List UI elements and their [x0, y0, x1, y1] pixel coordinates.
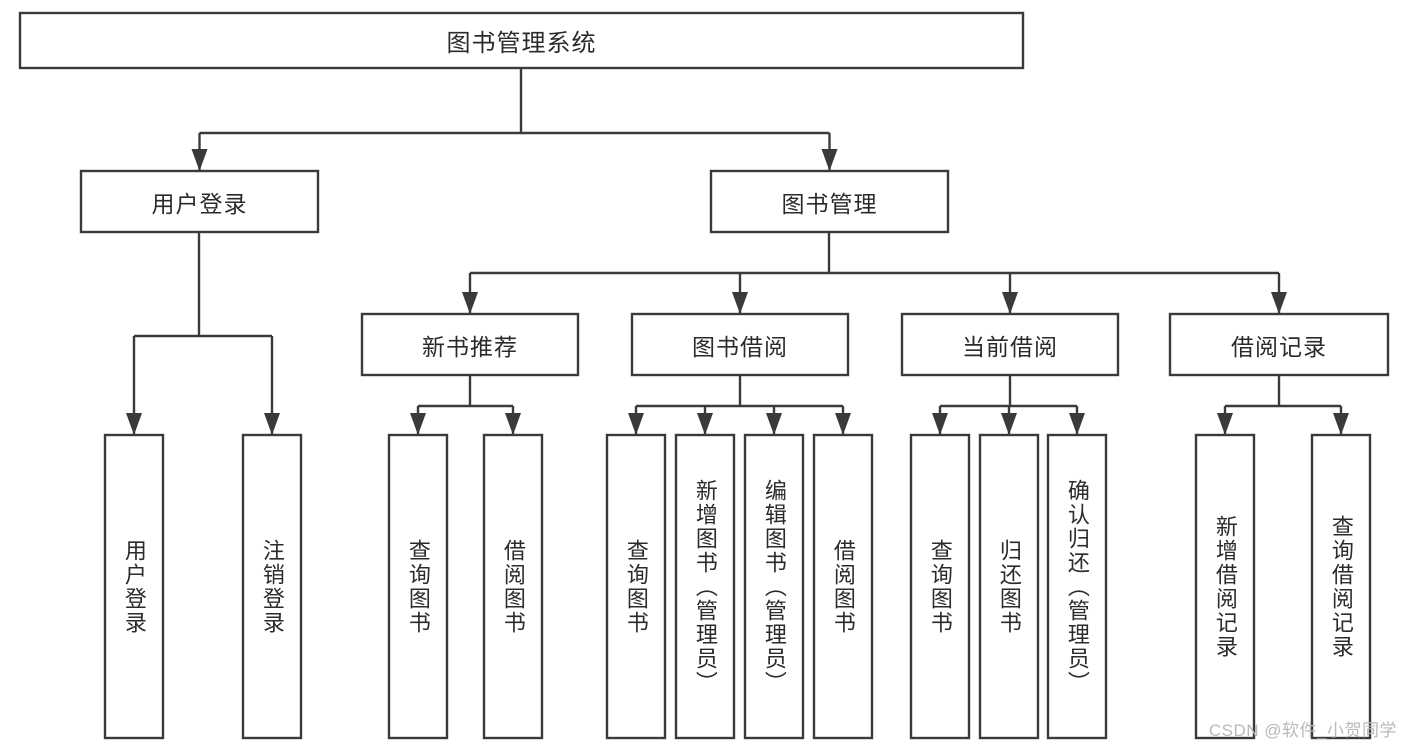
node-box-user-login[interactable] — [79, 169, 320, 234]
arrow-head-icon — [697, 413, 713, 435]
node-box-current-borrow[interactable] — [900, 312, 1120, 377]
arrow-head-icon — [1002, 292, 1018, 314]
arrow-head-icon — [932, 413, 948, 435]
arrow-head-icon — [628, 413, 644, 435]
node-box-leaf-borrow-book-2[interactable] — [812, 433, 874, 740]
node-box-book-borrow[interactable] — [630, 312, 850, 377]
arrow-head-icon — [766, 413, 782, 435]
node-box-borrow-record[interactable] — [1168, 312, 1390, 377]
arrow-head-icon — [191, 149, 208, 171]
node-box-book-manage[interactable] — [709, 169, 950, 234]
node-box-leaf-logout-login[interactable] — [241, 433, 303, 740]
connectors-layer — [126, 68, 1349, 435]
node-box-root[interactable] — [18, 11, 1025, 70]
arrow-head-icon — [462, 292, 478, 314]
arrow-head-icon — [732, 292, 748, 314]
node-box-leaf-query-borrow-record[interactable] — [1310, 433, 1372, 740]
arrow-head-icon — [1001, 413, 1017, 435]
node-box-leaf-borrow-book-1[interactable] — [482, 433, 544, 740]
arrow-head-icon — [264, 413, 280, 435]
boxes-layer — [18, 11, 1390, 740]
node-box-leaf-query-book-1[interactable] — [387, 433, 449, 740]
arrow-head-icon — [835, 413, 851, 435]
node-box-new-book-recommend[interactable] — [360, 312, 580, 377]
arrow-head-icon — [1271, 292, 1287, 314]
node-box-leaf-query-book-3[interactable] — [909, 433, 971, 740]
node-box-leaf-add-book[interactable] — [674, 433, 736, 740]
node-box-leaf-edit-book[interactable] — [743, 433, 805, 740]
arrow-head-icon — [126, 413, 142, 435]
node-box-leaf-query-book-2[interactable] — [605, 433, 667, 740]
arrow-head-icon — [1333, 413, 1349, 435]
arrow-head-icon — [410, 413, 426, 435]
arrow-head-icon — [1217, 413, 1233, 435]
csdn-watermark: CSDN @软件_小贺同学 — [1208, 721, 1397, 740]
node-box-leaf-confirm-return[interactable] — [1046, 433, 1108, 740]
node-box-leaf-user-login[interactable] — [103, 433, 165, 740]
arrow-head-icon — [821, 149, 838, 171]
node-box-leaf-add-borrow-record[interactable] — [1194, 433, 1256, 740]
arrow-head-icon — [505, 413, 521, 435]
node-box-leaf-return-book[interactable] — [978, 433, 1040, 740]
arrow-head-icon — [1069, 413, 1085, 435]
